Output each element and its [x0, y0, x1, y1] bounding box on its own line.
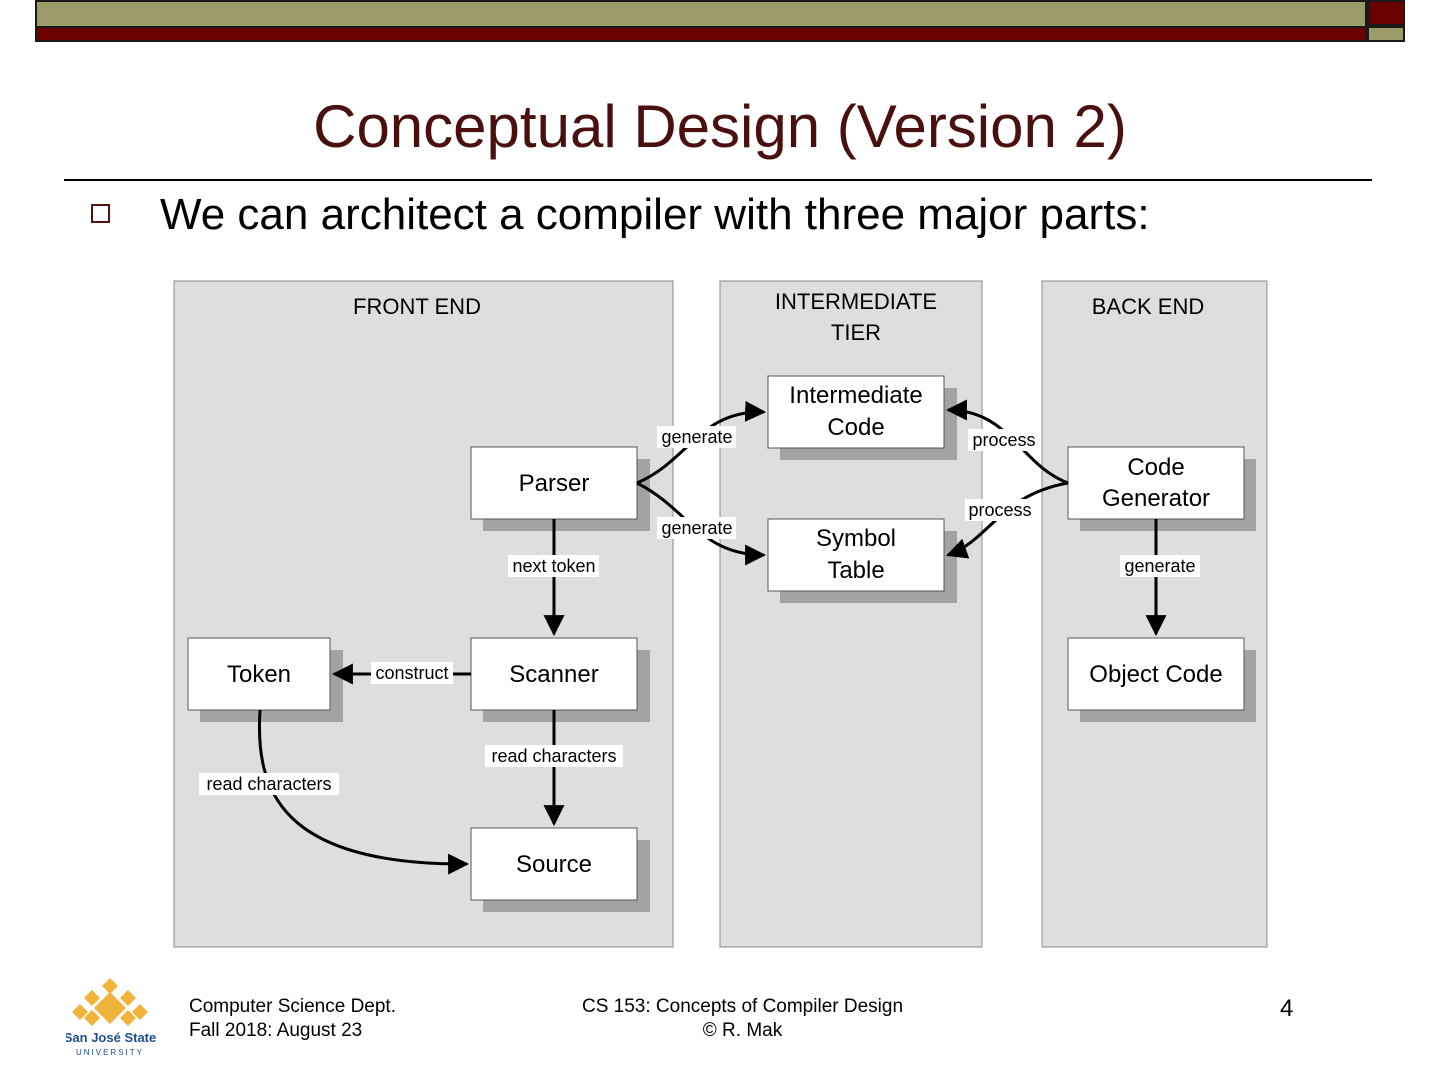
bullet-square-icon — [91, 204, 110, 223]
edge-label-read-characters-scanner: read characters — [491, 746, 616, 766]
footer-course: CS 153: Concepts of Compiler Design — [581, 996, 904, 1017]
intermediate-tier-label-line1: INTERMEDIATE — [775, 289, 937, 314]
scanner-box — [470, 637, 638, 711]
symbol-table-box — [767, 518, 945, 592]
token-label: Token — [227, 661, 291, 688]
code-generator-box — [1067, 446, 1245, 520]
header-corner-olive — [1367, 26, 1405, 42]
parser-box — [470, 446, 638, 520]
page-number: 4 — [1280, 995, 1294, 1022]
header-bar-maroon — [35, 26, 1367, 42]
edge-label-generate-object: generate — [1124, 556, 1195, 576]
intermediate-code-label-line2: Code — [827, 414, 884, 441]
sjsu-logo: San José State UNIVERSITY — [66, 978, 156, 1057]
source-box — [470, 827, 638, 901]
symbol-table-label-line2: Table — [827, 557, 884, 584]
code-generator-label-line1: Code — [1127, 454, 1184, 481]
footer-center: CS 153: Concepts of Compiler Design © R.… — [560, 995, 925, 1043]
title-divider — [64, 179, 1372, 181]
source-label: Source — [516, 851, 592, 878]
arrow-token-to-source — [257, 709, 470, 875]
edge-label-construct: construct — [375, 663, 448, 683]
token-box — [187, 637, 331, 711]
edge-label-read-characters-token: read characters — [206, 774, 331, 794]
footer-author: © R. Mak — [702, 1020, 783, 1041]
back-end-label: BACK END — [1092, 294, 1204, 319]
edge-label-process-intermediate: process — [972, 430, 1035, 450]
object-code-label: Object Code — [1089, 661, 1222, 688]
logo-wordmark: San José State — [66, 1030, 156, 1045]
scanner-label: Scanner — [509, 661, 598, 688]
object-code-box — [1067, 637, 1245, 711]
edge-label-generate-intermediate: generate — [661, 427, 732, 447]
header-bar-olive — [35, 0, 1367, 26]
edge-label-generate-symbol: generate — [661, 518, 732, 538]
logo-university: UNIVERSITY — [76, 1048, 144, 1057]
footer-left: Computer Science Dept. Fall 2018: August… — [189, 995, 396, 1043]
code-generator-label-line2: Generator — [1102, 485, 1210, 512]
front-end-label: FRONT END — [353, 294, 481, 319]
intermediate-code-label-line1: Intermediate — [789, 382, 922, 409]
symbol-table-label-line1: Symbol — [816, 525, 896, 552]
footer-date: Fall 2018: August 23 — [189, 1020, 363, 1041]
footer-dept: Computer Science Dept. — [189, 996, 396, 1017]
edge-label-next-token: next token — [512, 556, 595, 576]
intermediate-code-box — [767, 375, 945, 449]
edge-label-process-symbol: process — [968, 500, 1031, 520]
slide-title: Conceptual Design (Version 2) — [313, 93, 1127, 160]
header-corner-maroon — [1367, 0, 1405, 26]
intermediate-tier-label-line2: TIER — [831, 320, 881, 345]
bullet-text: We can architect a compiler with three m… — [160, 190, 1150, 239]
parser-label: Parser — [519, 470, 590, 497]
